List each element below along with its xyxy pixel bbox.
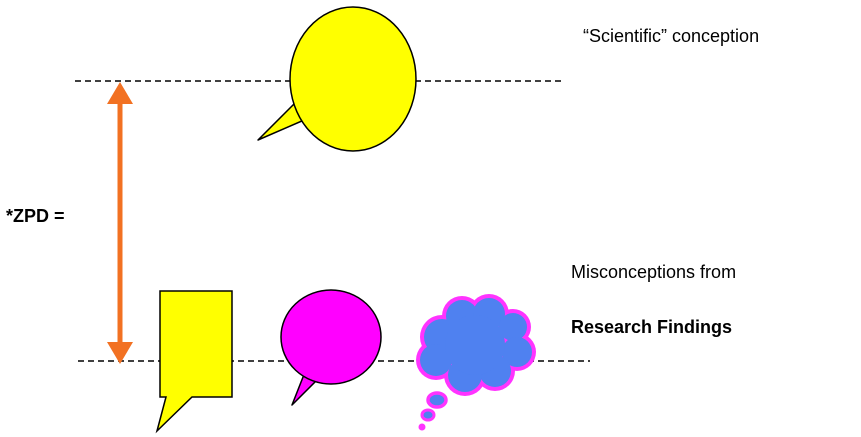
thought-cloud-icon — [416, 294, 536, 431]
zpd-double-arrow — [107, 82, 133, 364]
research-findings-label: Research Findings — [571, 317, 733, 337]
rectangle-speech-bubble-icon — [155, 290, 233, 434]
magenta-speech-bubble-icon — [280, 289, 382, 406]
scientific-conception-label: “Scientific” conception — [583, 26, 760, 46]
scientific-speech-bubble-icon — [257, 6, 417, 152]
zpd-label: *ZPD = — [6, 206, 65, 226]
misconceptions-label: Misconceptions from — [571, 262, 737, 282]
